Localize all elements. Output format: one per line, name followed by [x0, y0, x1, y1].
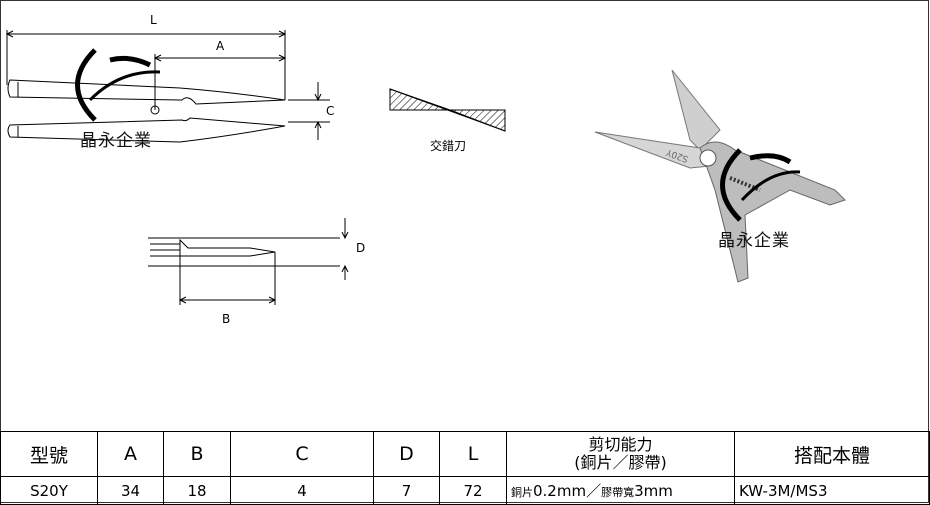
table-row: S20Y 34 18 4 7 72 銅片0.2mm／膠帶寬3mm KW-3M/M… — [0, 476, 930, 505]
dim-label-l: L — [150, 13, 157, 27]
cell-d: 7 — [373, 476, 440, 505]
blade-top-view — [148, 218, 349, 305]
dim-label-d: D — [356, 241, 365, 255]
header-capacity-line1: 剪切能力 — [588, 435, 653, 454]
table-header-row: 型號 A B C D L 剪切能力 (銅片／膠帶) 搭配本體 — [0, 431, 930, 477]
blade-type-label: 交錯刀 — [430, 138, 466, 153]
cell-l: 72 — [439, 476, 507, 505]
watermark-text-2: 晶永企業 — [718, 231, 790, 251]
dim-label-c: C — [326, 104, 334, 118]
cell-fits: KW-3M/MS3 — [734, 476, 930, 505]
dimension-a — [153, 54, 287, 110]
spec-table: 型號 A B C D L 剪切能力 (銅片／膠帶) 搭配本體 S20Y 34 1… — [0, 431, 930, 505]
header-model: 型號 — [0, 431, 98, 477]
cell-capacity-tape: 膠帶寬 — [601, 486, 635, 499]
header-l: L — [439, 431, 507, 477]
cell-capacity-prefix: 銅片 — [511, 486, 533, 499]
blade-side-view — [7, 79, 286, 143]
dimension-c — [288, 82, 330, 140]
cell-model: S20Y — [0, 476, 98, 505]
blade-cross-section — [389, 88, 506, 132]
header-capacity: 剪切能力 (銅片／膠帶) — [506, 431, 735, 477]
product-photo: S20Y — [594, 69, 846, 283]
header-b: B — [163, 431, 231, 477]
header-fits: 搭配本體 — [734, 431, 930, 477]
header-a: A — [97, 431, 164, 477]
company-logo — [75, 48, 161, 122]
company-logo-2 — [720, 148, 801, 222]
cell-c: 4 — [230, 476, 374, 505]
header-capacity-line2: (銅片／膠帶) — [574, 453, 667, 472]
cell-b: 18 — [163, 476, 231, 505]
cell-a: 34 — [97, 476, 164, 505]
header-d: D — [373, 431, 440, 477]
watermark-text: 晶永企業 — [80, 131, 152, 151]
dimension-l — [5, 30, 287, 100]
header-c: C — [230, 431, 374, 477]
cell-capacity-tape-val: 3mm — [634, 482, 673, 500]
cell-capacity-main: 0.2mm／ — [533, 482, 602, 500]
cell-capacity: 銅片0.2mm／膠帶寬3mm — [506, 476, 735, 505]
dim-label-a: A — [216, 39, 225, 53]
technical-drawing: L A C 交錯刀 — [5, 13, 846, 326]
dim-label-b: B — [222, 312, 230, 326]
